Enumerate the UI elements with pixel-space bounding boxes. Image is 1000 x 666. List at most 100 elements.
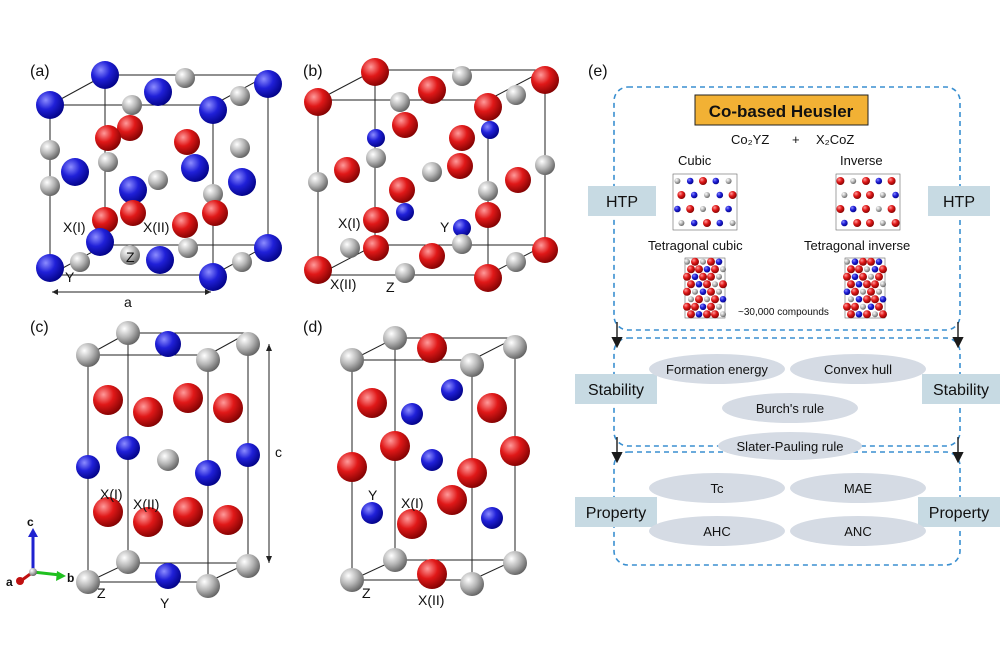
blue-atom	[855, 295, 863, 303]
grey-atom	[157, 449, 179, 471]
label-a-x2: X(II)	[143, 219, 169, 235]
blue-atom	[254, 70, 282, 98]
grey-atom	[879, 220, 886, 226]
red-atom	[361, 58, 389, 86]
blue-atom	[691, 273, 699, 281]
grey-atom	[452, 234, 472, 254]
blue-atom	[875, 177, 883, 185]
grey-atom	[452, 66, 472, 86]
grey-atom	[841, 192, 848, 198]
red-atom	[437, 485, 467, 515]
red-atom	[687, 310, 695, 319]
blue-atom	[699, 288, 707, 296]
red-atom	[93, 385, 123, 415]
crystal-axes	[16, 528, 66, 585]
grey-atom	[864, 266, 870, 273]
grey-atom	[860, 288, 866, 295]
grey-atom	[684, 258, 690, 265]
grey-atom	[674, 178, 681, 184]
label-d-z: Z	[362, 585, 371, 601]
mini-cell-frame	[672, 173, 738, 231]
red-atom	[691, 302, 699, 311]
red-atom	[449, 125, 475, 151]
axis-origin	[29, 568, 37, 576]
red-atom	[695, 265, 703, 274]
red-atom	[859, 272, 867, 281]
red-atom	[703, 219, 711, 227]
red-atom	[392, 112, 418, 138]
red-atom	[677, 191, 686, 199]
red-atom	[728, 191, 737, 199]
red-atom	[866, 219, 874, 227]
blue-atom	[719, 295, 727, 303]
red-atom	[357, 388, 387, 418]
formation-energy-ellipse	[649, 354, 785, 384]
burch-rule-ellipse	[722, 393, 858, 423]
red-atom	[847, 280, 855, 289]
red-atom	[683, 302, 691, 311]
grey-atom	[868, 273, 874, 280]
grey-atom	[175, 68, 195, 88]
red-atom	[304, 88, 332, 116]
flow-title: Co-based Heusler	[709, 102, 854, 121]
blue-atom	[146, 246, 174, 274]
label-c-x2: X(II)	[133, 496, 159, 512]
title-box	[694, 94, 869, 126]
grey-atom	[478, 181, 498, 201]
panel-label-a: (a)	[30, 63, 50, 80]
red-atom	[691, 257, 699, 266]
red-atom	[851, 302, 859, 311]
blue-atom	[86, 228, 114, 256]
red-atom	[173, 383, 203, 413]
red-atom	[477, 393, 507, 423]
blue-atom	[91, 61, 119, 89]
grey-atom	[503, 335, 527, 359]
red-atom	[695, 295, 703, 304]
red-atom	[213, 505, 243, 535]
red-atom	[117, 115, 143, 141]
grey-atom	[148, 170, 168, 190]
grey-atom	[340, 568, 364, 592]
grey-atom	[230, 138, 250, 158]
blue-atom	[61, 158, 89, 186]
grey-atom	[704, 192, 710, 198]
blue-atom	[892, 191, 899, 199]
grey-atom	[716, 303, 722, 310]
label-c-x1: X(I)	[100, 486, 123, 502]
panel-a	[36, 61, 282, 295]
red-atom	[531, 66, 559, 94]
grey-atom	[76, 570, 100, 594]
blue-atom	[76, 455, 100, 479]
htp-box-left	[588, 186, 656, 216]
red-atom	[687, 265, 695, 274]
blue-atom	[236, 443, 260, 467]
blue-atom	[712, 177, 720, 185]
grey-atom	[236, 332, 260, 356]
property-right: Property	[929, 505, 989, 522]
slater-pauling-ellipse	[718, 432, 862, 460]
label-a-a: a	[124, 294, 132, 310]
text-convex-hull: Convex hull	[824, 362, 892, 377]
blue-atom	[867, 303, 875, 311]
grey-atom	[395, 263, 415, 283]
red-atom	[95, 125, 121, 151]
grey-atom	[872, 311, 878, 318]
label-b-x1: X(I)	[338, 215, 361, 231]
label-tetragonal-cubic: Tetragonal cubic	[648, 238, 743, 253]
red-atom	[213, 393, 243, 423]
blue-atom	[199, 96, 227, 124]
blue-atom	[686, 177, 694, 185]
red-atom	[500, 436, 530, 466]
label-d-x1: X(I)	[401, 495, 424, 511]
red-atom	[707, 257, 715, 266]
grey-atom	[716, 273, 722, 280]
grey-atom	[116, 321, 140, 345]
blue-atom	[441, 379, 463, 401]
red-atom	[836, 205, 845, 213]
grey-atom	[678, 220, 685, 226]
blue-atom	[695, 310, 703, 318]
red-atom	[505, 167, 531, 193]
blue-atom	[481, 507, 503, 529]
blue-atom	[254, 234, 282, 262]
